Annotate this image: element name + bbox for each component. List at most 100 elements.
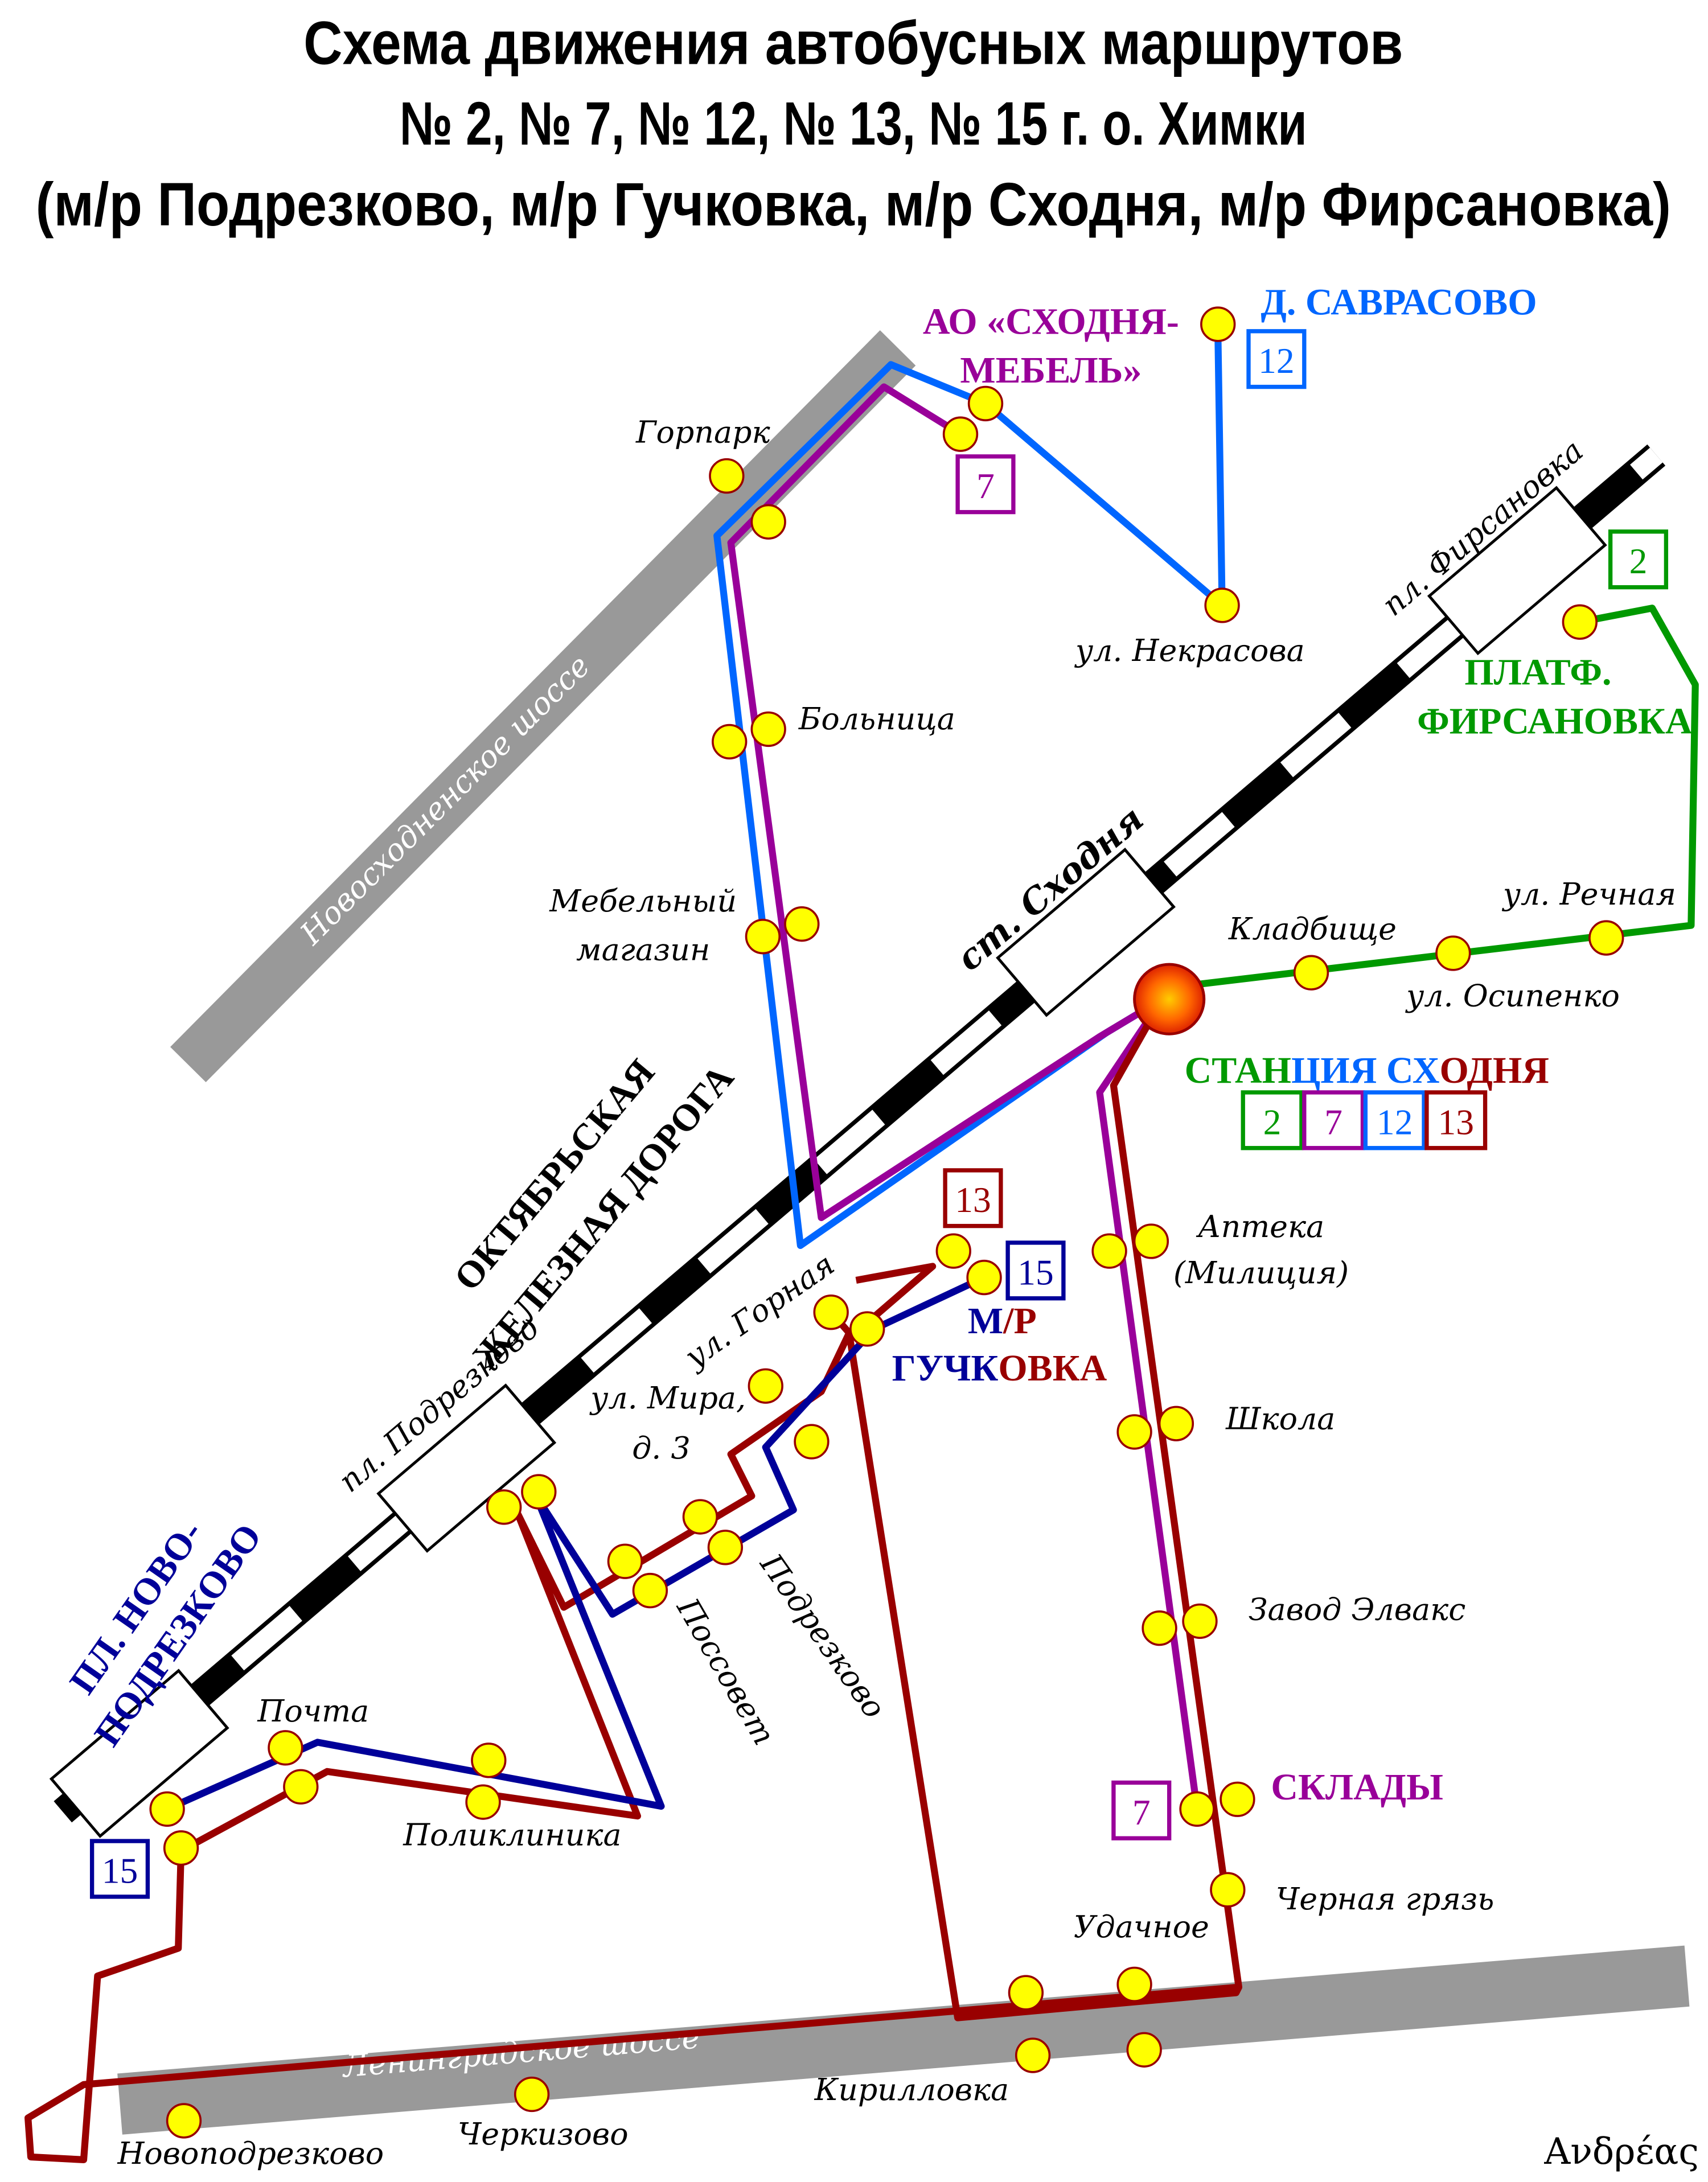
bus-stop[interactable] bbox=[942, 416, 979, 452]
bus-stop[interactable] bbox=[1091, 1233, 1127, 1269]
stop-label-mebelny-1: Мебельный bbox=[549, 883, 737, 919]
railway bbox=[54, 444, 1666, 1823]
bus-stop[interactable] bbox=[1210, 1872, 1246, 1908]
route-badge-frame bbox=[89, 1839, 150, 1899]
gutchkovka-part: / bbox=[1003, 1300, 1015, 1342]
bus-stop[interactable] bbox=[712, 724, 748, 760]
bus-stop[interactable] bbox=[707, 1530, 744, 1565]
bus-stop[interactable] bbox=[514, 2076, 550, 2113]
bus-stop[interactable] bbox=[1126, 2032, 1162, 2068]
bus-stop[interactable] bbox=[966, 1259, 1002, 1296]
bus-stop[interactable] bbox=[465, 1784, 501, 1820]
gutchkovka-part: Р bbox=[1013, 1300, 1036, 1342]
station-firsanovka-building[interactable] bbox=[1427, 486, 1607, 656]
route-2-line[interactable] bbox=[1189, 605, 1699, 989]
route-badge: 7 bbox=[955, 454, 1016, 515]
stop-label-apteka-2: (Милиция) bbox=[1173, 1255, 1349, 1291]
route-badge: 7 bbox=[1302, 1090, 1365, 1150]
station-title-part: ЦИЯ СХ bbox=[1291, 1050, 1439, 1091]
bus-stop[interactable] bbox=[1588, 920, 1624, 956]
station-title-part: СТАН bbox=[1185, 1050, 1291, 1091]
station-novopodrezkovo-building[interactable] bbox=[49, 1669, 229, 1838]
bus-stop[interactable] bbox=[1133, 1223, 1169, 1259]
terminal-savrasovo: Д. САВРАСОВО bbox=[1261, 281, 1537, 323]
bus-stop[interactable] bbox=[1435, 935, 1471, 971]
bus-stop[interactable] bbox=[486, 1489, 522, 1525]
bus-stop[interactable] bbox=[1293, 955, 1329, 991]
bus-stop[interactable] bbox=[521, 1474, 557, 1510]
route-7-line[interactable] bbox=[727, 383, 1201, 1810]
bus-stop[interactable] bbox=[745, 918, 781, 955]
bus-stop[interactable] bbox=[1182, 1603, 1218, 1639]
bus-stop[interactable] bbox=[268, 1730, 303, 1766]
route-badge-frame bbox=[1608, 529, 1669, 590]
bus-stop[interactable] bbox=[750, 711, 786, 747]
gutchkovka-part: ГУЧК bbox=[892, 1347, 999, 1389]
route-13-line[interactable] bbox=[24, 997, 1243, 2163]
bus-stop[interactable] bbox=[1142, 1610, 1177, 1646]
bus-stop[interactable] bbox=[1562, 604, 1598, 640]
bus-stop[interactable] bbox=[1220, 1781, 1255, 1817]
route-badge: 7 bbox=[1111, 1780, 1172, 1840]
station-skhodnya-building[interactable] bbox=[996, 848, 1176, 1017]
bus-stop[interactable] bbox=[1179, 1791, 1215, 1827]
route-badge-frame bbox=[1424, 1090, 1488, 1150]
bus-stop[interactable] bbox=[163, 1830, 199, 1866]
novoskhodnenskoe-road bbox=[170, 330, 916, 1083]
bus-stop[interactable] bbox=[849, 1311, 885, 1347]
stop-label-udachnoe: Удачное bbox=[1074, 1909, 1209, 1945]
bus-stop[interactable] bbox=[1158, 1406, 1194, 1441]
route-badge-frame bbox=[1111, 1780, 1172, 1840]
bus-stop[interactable] bbox=[471, 1743, 507, 1778]
bus-stop[interactable] bbox=[1116, 1966, 1152, 2003]
bus-stop[interactable] bbox=[149, 1791, 185, 1827]
station-title-part: ОДНЯ bbox=[1440, 1050, 1549, 1091]
bus-stop[interactable] bbox=[1200, 306, 1236, 342]
author-signature: Ανδρέας bbox=[1543, 2130, 1699, 2172]
route-number: 7 bbox=[1132, 1792, 1151, 1832]
terminal-gutchkovka-2: ГУЧКОВКА bbox=[892, 1347, 1107, 1389]
route-number: 2 bbox=[1263, 1102, 1282, 1142]
bus-stop[interactable] bbox=[935, 1233, 971, 1269]
route-badge-frame bbox=[1241, 1090, 1304, 1150]
route-15-line[interactable] bbox=[166, 1274, 986, 1813]
route-badge: 12 bbox=[1363, 1090, 1426, 1150]
title-line-1: Схема движения автобусных маршрутов bbox=[303, 9, 1403, 77]
route-number: 7 bbox=[976, 466, 995, 506]
bus-stop[interactable] bbox=[1015, 2037, 1051, 2073]
bus-stop[interactable] bbox=[967, 385, 1004, 422]
bus-stop[interactable] bbox=[750, 504, 786, 540]
title-line-3: (м/р Подрезково, м/р Гучковка, м/р Сходн… bbox=[36, 170, 1671, 239]
route-badge: 2 bbox=[1241, 1090, 1304, 1150]
route-number: 12 bbox=[1377, 1102, 1413, 1142]
bus-stop[interactable] bbox=[1204, 587, 1240, 623]
bus-stop[interactable] bbox=[794, 1424, 830, 1460]
stop-label-cherkizovo: Черкизово bbox=[458, 2116, 629, 2152]
bus-stop[interactable] bbox=[607, 1543, 643, 1579]
stop-label-novopodrezkovo: Новоподрезково bbox=[117, 2135, 384, 2171]
stop-label-mira-2: д. 3 bbox=[632, 1430, 690, 1466]
bus-stop[interactable] bbox=[709, 458, 745, 494]
route-badge-frame bbox=[1363, 1090, 1426, 1150]
bus-stop[interactable] bbox=[166, 2103, 202, 2139]
bus-stop[interactable] bbox=[1116, 1414, 1152, 1450]
terminal-firsanovka-1: ПЛАТФ. bbox=[1464, 652, 1611, 693]
route-badge: 2 bbox=[1608, 529, 1669, 590]
route-number: 2 bbox=[1629, 541, 1648, 581]
bus-stop[interactable] bbox=[682, 1499, 718, 1535]
bus-stop[interactable] bbox=[784, 906, 820, 942]
stop-label-elvaks: Завод Элвакс bbox=[1249, 1591, 1465, 1627]
terminal-gutchkovka-1: М/Р bbox=[968, 1300, 1037, 1342]
terminal-mebel-2: МЕБЕЛЬ» bbox=[960, 350, 1142, 391]
stop-label-podrezkovo: Подрезково bbox=[753, 1547, 893, 1725]
bus-stop[interactable] bbox=[283, 1769, 319, 1805]
station-skhodnya-hub[interactable] bbox=[1133, 963, 1206, 1035]
bus-stop[interactable] bbox=[632, 1572, 668, 1609]
bus-stop[interactable] bbox=[748, 1368, 783, 1404]
route-number: 15 bbox=[102, 1850, 138, 1891]
bus-stop[interactable] bbox=[813, 1295, 849, 1330]
bus-stop[interactable] bbox=[1008, 1975, 1044, 2011]
gutchkovka-part: М bbox=[968, 1300, 1003, 1342]
route-badge-frame bbox=[1005, 1240, 1066, 1301]
route-badge-frame bbox=[1246, 329, 1307, 389]
